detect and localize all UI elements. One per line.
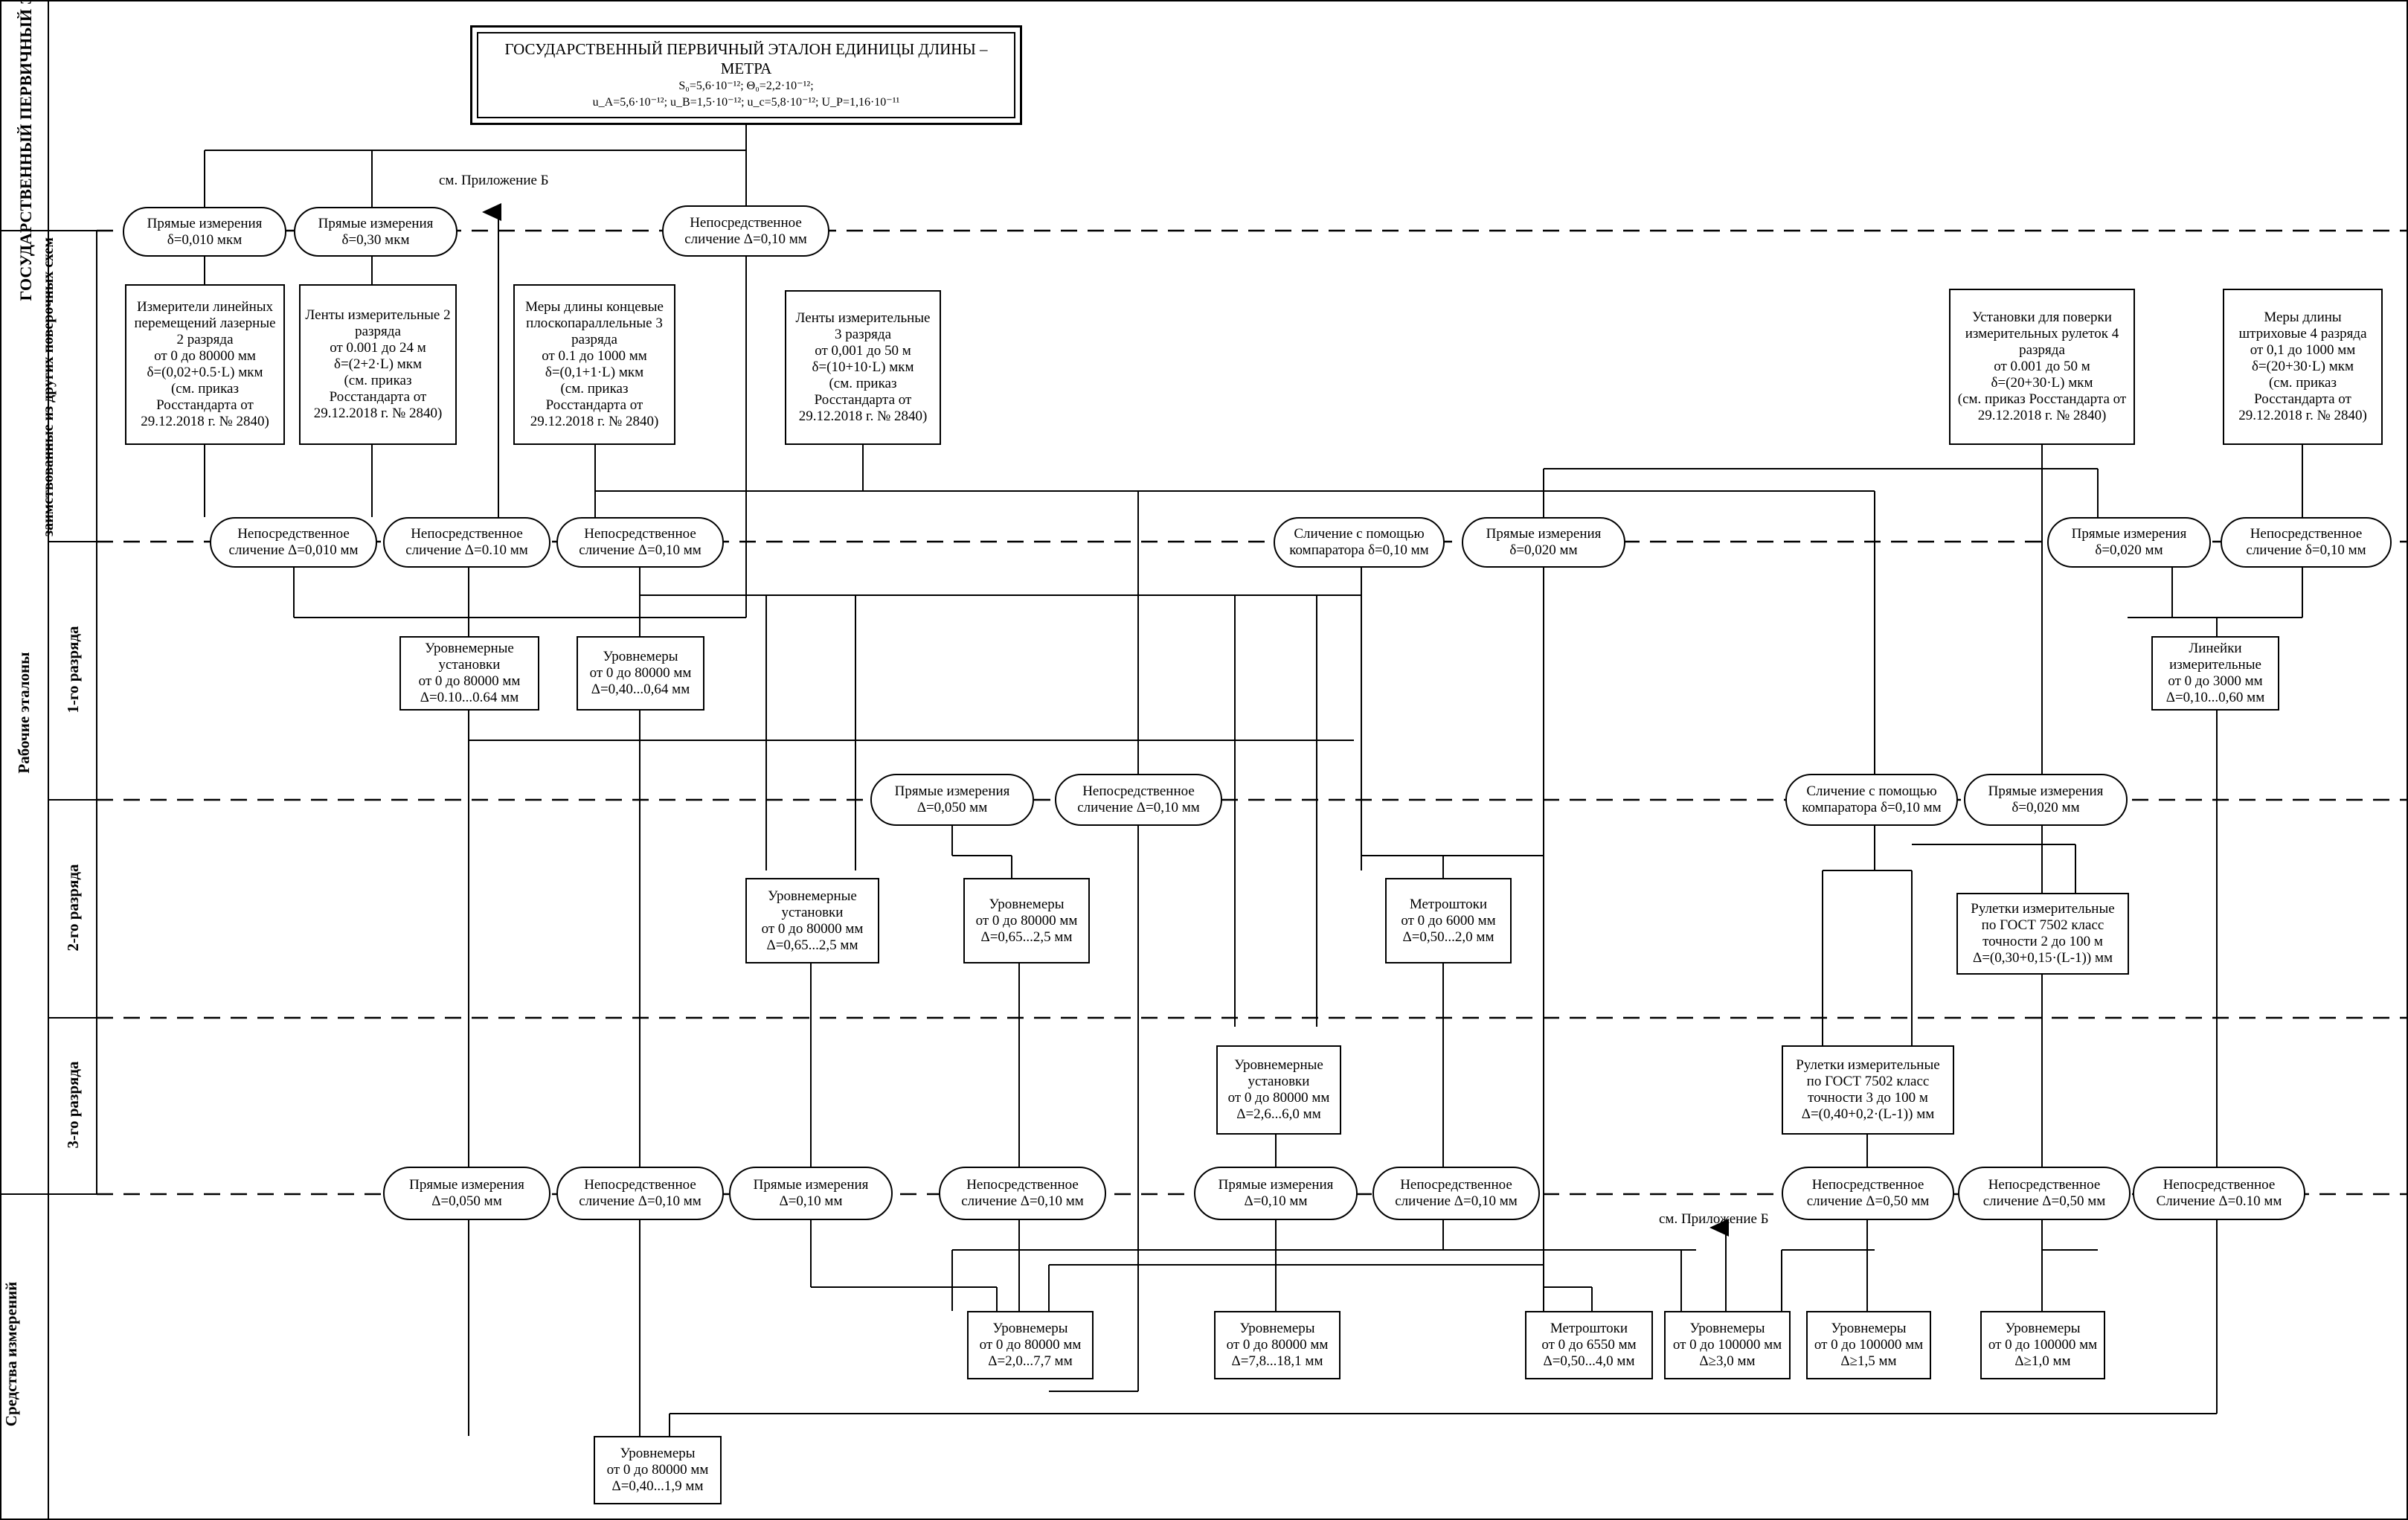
box-metrosticks-instruments: Метроштоки от 0 до 6550 мм Δ=0,50...4,0 … [1525,1311,1653,1379]
oval-direct-comparison-0010: Непосредственное сличение Δ=0,010 мм [210,517,377,568]
oval-direct-measure-0020-b: Прямые измерения δ=0,020 мм [2047,517,2211,568]
oval-direct-measure-010: Прямые измерения Δ=0,10 мм [729,1167,893,1220]
box-level-gauges-rank-1: Уровнемеры от 0 до 80000 мм Δ=0,40...0,6… [577,636,704,711]
oval-direct-comparison-010-i: Непосредственное Сличение Δ=0.10 мм [2133,1167,2305,1220]
oval-comparator-010: Сличение с помощью компаратора δ=0,10 мм [1274,517,1445,568]
box-level-gauges-3: Уровнемеры от 0 до 100000 мм Δ≥3,0 мм [1664,1311,1791,1379]
box-level-gauges-2-7: Уровнемеры от 0 до 80000 мм Δ=2,0...7,7 … [967,1311,1094,1379]
band-rank-3: 3-го разряда [63,1061,82,1149]
oval-comparator-010-b: Сличение с помощью компаратора δ=0,10 мм [1785,774,1958,826]
oval-direct-measure-030: Прямые измерения δ=0,30 мкм [294,207,457,257]
box-level-gauge-units-rank-3: Уровнемерные установки от 0 до 80000 мм … [1216,1045,1341,1135]
box-level-gauges-7-18: Уровнемеры от 0 до 80000 мм Δ=7,8...18,1… [1214,1311,1341,1379]
oval-direct-measure-0020-c: Прямые измерения δ=0,020 мм [1964,774,2128,826]
band-working-standards: Рабочие эталоны [14,652,33,774]
box-level-gauge-units-rank-2: Уровнемерные установки от 0 до 80000 мм … [745,878,879,963]
primary-standard-box: ГОСУДАРСТВЕННЫЙ ПЕРВИЧНЫЙ ЭТАЛОН ЕДИНИЦЫ… [470,25,1022,125]
oval-direct-comparison-010-d: Непосредственное сличение δ=0,10 мм [2221,517,2392,568]
box-level-gauges-1-0: Уровнемеры от 0 до 100000 мм Δ≥1,0 мм [1980,1311,2105,1379]
box-measuring-tapes-rank-3: Ленты измерительные 3 разряда от 0,001 д… [785,290,941,445]
oval-direct-comparison-050: Непосредственное сличение Δ=0,50 мм [1782,1167,1954,1220]
box-laser-displacement-meters: Измерители линейных перемещений лазерные… [125,284,285,445]
primary-standard-params-1: S₀=5,6·10⁻¹²; Θ₀=2,2·10⁻¹²; [678,80,814,92]
oval-direct-measure-0050: Прямые измерения Δ=0,050 мм [870,774,1034,826]
band-borrowed: заимствованные из других поверочных схем [39,237,57,536]
oval-direct-measure-0050-b: Прямые измерения Δ=0,050 мм [383,1167,550,1220]
band-instruments: Средства измерений [1,1281,20,1427]
appendix-b-note-top: см. Приложение Б [439,173,549,188]
box-line-measures-rank-4: Меры длины штриховые 4 разряда от 0,1 до… [2223,289,2383,445]
oval-direct-comparison-010: Непосредственное сличение Δ=0,10 мм [662,205,829,257]
oval-direct-measure-010-b: Прямые измерения Δ=0,10 мм [1194,1167,1358,1220]
box-measuring-rulers: Линейки измерительные от 0 до 3000 мм Δ=… [2151,636,2279,711]
oval-direct-measure-0010: Прямые измерения δ=0,010 мкм [123,207,286,257]
box-tape-verification-units: Установки для поверки измерительных руле… [1949,289,2135,445]
appendix-b-note-bottom: см. Приложение Б [1659,1211,1769,1227]
band-rank-2: 2-го разряда [63,864,82,952]
box-tapes-class-2: Рулетки измерительные по ГОСТ 7502 класс… [1956,893,2129,975]
box-level-gauge-units-rank-1: Уровнемерные установки от 0 до 80000 мм … [399,636,539,711]
box-gauge-blocks-rank-3: Меры длины концевые плоскопараллельные 3… [513,284,675,445]
box-tapes-class-3: Рулетки измерительные по ГОСТ 7502 класс… [1782,1045,1954,1135]
box-level-gauges-0-4: Уровнемеры от 0 до 80000 мм Δ=0,40...1,9… [594,1436,722,1504]
oval-direct-comparison-010-c: Непосредственное сличение Δ=0,10 мм [556,517,724,568]
box-metrosticks-rank-2: Метроштоки от 0 до 6000 мм Δ=0,50...2,0 … [1385,878,1512,963]
band-state-standard: ГОСУДАРСТВЕННЫЙ ПЕРВИЧНЫЙ ЭТАЛОН [16,0,35,301]
primary-standard-title: ГОСУДАРСТВЕННЫЙ ПЕРВИЧНЫЙ ЭТАЛОН ЕДИНИЦЫ… [504,40,988,77]
oval-direct-measure-0020: Прямые измерения δ=0,020 мм [1462,517,1625,568]
box-level-gauges-1-5: Уровнемеры от 0 до 100000 мм Δ≥1,5 мм [1806,1311,1931,1379]
primary-standard-params-2: u_A=5,6·10⁻¹²; u_B=1,5·10⁻¹²; u_c=5,8·10… [592,96,900,109]
oval-direct-comparison-010-h: Непосредственное сличение Δ=0,10 мм [1372,1167,1540,1220]
box-level-gauges-rank-2: Уровнемеры от 0 до 80000 мм Δ=0,65...2,5… [963,878,1090,963]
oval-direct-comparison-010-b: Непосредственное сличение Δ=0.10 мм [383,517,550,568]
oval-direct-comparison-050-b: Непосредственное сличение Δ=0,50 мм [1958,1167,2131,1220]
box-measuring-tapes-rank-2: Ленты измерительные 2 разряда от 0.001 д… [299,284,457,445]
oval-direct-comparison-010-g: Непосредственное сличение Δ=0,10 мм [939,1167,1106,1220]
oval-direct-comparison-010-f: Непосредственное сличение Δ=0,10 мм [556,1167,724,1220]
oval-direct-comparison-010-e: Непосредственное сличение Δ=0,10 мм [1055,774,1222,826]
band-rank-1: 1-го разряда [63,626,82,713]
